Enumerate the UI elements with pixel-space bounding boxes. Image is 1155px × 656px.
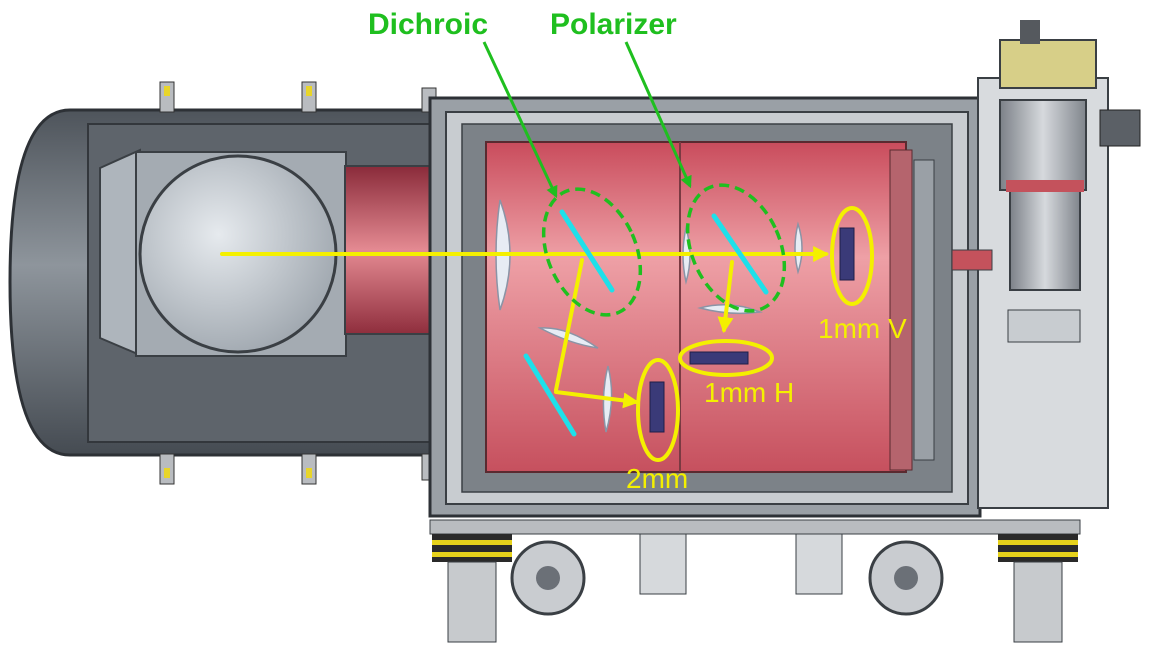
beam-polarizer-down (717, 260, 734, 334)
caster-wheel-left (510, 540, 586, 616)
detector-1mm-h-highlight (678, 339, 774, 377)
polarizer-label: Polarizer (550, 8, 677, 41)
caster-wheel-right (868, 540, 944, 616)
polarizer-highlight (685, 183, 787, 313)
beam-path (220, 246, 830, 409)
detector-2mm-label: 2mm (626, 463, 688, 494)
polarizer-callout-arrow (624, 41, 692, 189)
support-frame (429, 519, 1081, 643)
highlights (541, 183, 874, 462)
lens-2mm-a (537, 327, 599, 349)
cold-stage (485, 141, 907, 473)
detectors (649, 227, 855, 433)
detector-2mm (649, 381, 665, 433)
beam-dichroic-down (554, 258, 584, 392)
cold-head-assembly (951, 20, 1141, 509)
beam-2mm-arrow (554, 390, 640, 409)
cryostat-body (428, 96, 982, 518)
detector-1mm-v-highlight (830, 206, 874, 306)
dichroic-filter (559, 209, 615, 293)
dichroic-highlight (541, 187, 643, 317)
polarizer-grid (711, 213, 769, 295)
detector-1mm-h (689, 351, 749, 365)
detector-1mm-v-label: 1mm V (818, 313, 907, 344)
beam-splitters (523, 209, 769, 437)
dichroic-callout-arrow (482, 41, 558, 199)
callout-arrows (482, 41, 692, 199)
folding-mirror (523, 353, 577, 437)
lens-1mm-v-back (794, 221, 803, 275)
detector-1mm-v (839, 227, 855, 281)
detector-1mm-h-label: 1mm H (704, 377, 794, 408)
dichroic-label: Dichroic (368, 8, 488, 41)
detector-2mm-highlight (636, 358, 680, 462)
